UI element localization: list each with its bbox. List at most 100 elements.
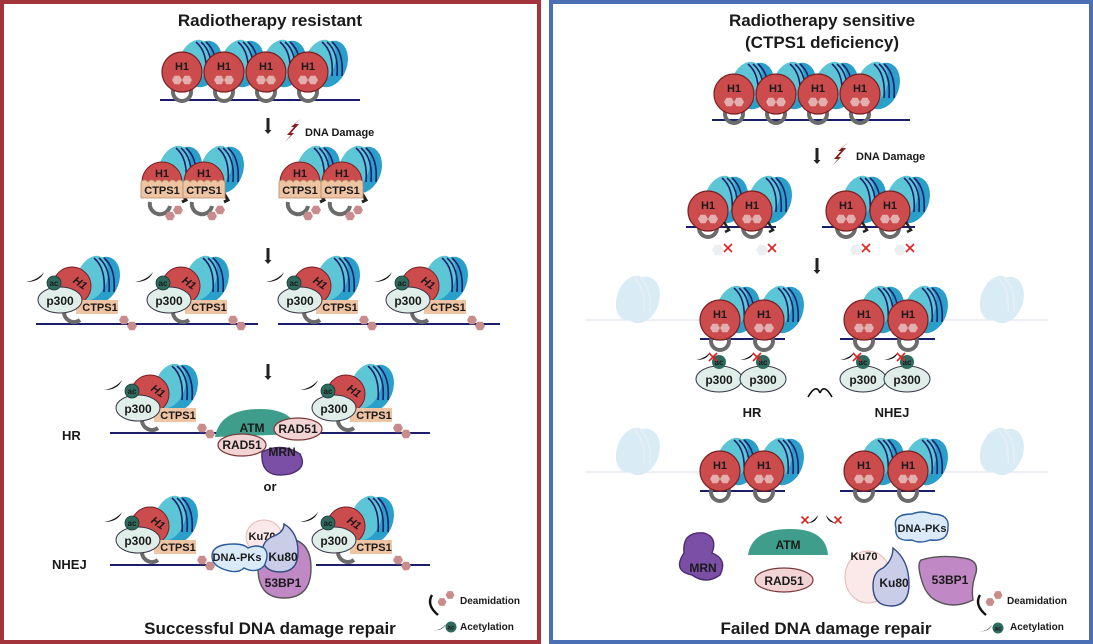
mrn-complex <box>678 532 724 581</box>
h1-amide-hexagon <box>776 97 786 107</box>
deamidation-hexagon <box>367 321 377 331</box>
p300-label: p300 <box>124 534 152 548</box>
dna-wrap <box>103 257 116 293</box>
dna-wrap <box>377 365 390 401</box>
lightning-icon <box>285 118 302 142</box>
dna-wrap <box>770 177 783 213</box>
arrow-shaft <box>815 258 819 270</box>
ctps1-body <box>278 179 322 199</box>
arrow-shaft <box>815 148 819 160</box>
h1-linker-histone: H1 <box>743 299 785 341</box>
chromatin-ring <box>327 201 352 217</box>
h1-amide-hexagon <box>850 97 860 107</box>
deamidation-hexagon <box>207 211 217 221</box>
h1-label: H1 <box>175 61 189 73</box>
p300-label: p300 <box>155 294 183 308</box>
h1-label: H1 <box>301 61 315 73</box>
right-damage-label: DNA Damage <box>856 151 925 163</box>
acetylation-arrow-icon <box>135 272 153 282</box>
h1-circle <box>743 450 785 492</box>
h1-amide-hexagon <box>890 214 900 224</box>
acetylation-arrow-icon <box>104 380 122 390</box>
h1-cap <box>321 161 363 183</box>
ctps1-label: CTPS1 <box>356 410 391 422</box>
h1-linker-histone: H1 <box>825 190 867 232</box>
acetylation-arrow-icon <box>884 352 898 360</box>
h1-circle <box>203 51 245 93</box>
h1-label: H1 <box>701 200 715 212</box>
h1-label: H1 <box>745 200 759 212</box>
dna-wrap <box>181 365 194 401</box>
h1-amide-hexagon <box>860 97 870 107</box>
dna-wrap <box>446 257 459 293</box>
deamidation-hexagon <box>228 315 238 325</box>
acetyl-group-icon <box>320 383 336 399</box>
h1-amide-hexagon <box>266 75 276 85</box>
dna-wrap <box>365 147 378 183</box>
dna-wrap <box>331 41 344 77</box>
dna-pk-protein <box>211 543 268 573</box>
recruit-arrow-icon <box>826 515 836 523</box>
h1-label: H1 <box>727 83 741 95</box>
deamidation-legend-arrow-icon <box>428 594 439 616</box>
chromatin-ring <box>189 201 214 217</box>
h1-linker-histone: H1 <box>287 51 329 93</box>
dna-wrap <box>93 257 106 293</box>
dna-wrap <box>997 277 1010 313</box>
h1-linker-histone: H1 <box>797 73 839 115</box>
deamidation-hexagon <box>345 211 355 221</box>
right-nhej-label: NHEJ <box>875 405 910 420</box>
p300-label: p300 <box>124 402 152 416</box>
h1-circle <box>869 190 911 232</box>
ac-label: ac <box>715 358 724 367</box>
h1-linker-histone: H1 <box>713 73 755 115</box>
h1-amide-hexagon <box>182 75 192 85</box>
dna-wrap <box>176 497 189 533</box>
p300-label: p300 <box>320 402 348 416</box>
dna-wrap <box>338 257 351 293</box>
h1-amide-hexagon <box>710 323 720 333</box>
acetylation-legend-arrow-icon <box>430 624 446 631</box>
h1-label: H1 <box>757 460 771 472</box>
ctps1-body <box>76 300 118 314</box>
p300-label: p300 <box>394 294 422 308</box>
h1-linker-histone: H1 <box>743 450 785 492</box>
ctps1-label: CTPS1 <box>322 302 357 314</box>
acetyl-group-icon <box>286 275 302 291</box>
h1-label: H1 <box>853 83 867 95</box>
h1-label: H1 <box>901 309 915 321</box>
ac-label: ac <box>324 519 333 528</box>
h1-label: H1 <box>883 200 897 212</box>
ctps1-label: CTPS1 <box>324 185 359 197</box>
h1-linker-histone: H1 <box>755 73 797 115</box>
ctps1-label: CTPS1 <box>160 542 195 554</box>
h1-label: H1 <box>857 460 871 472</box>
cross-stroke <box>767 243 777 253</box>
acetylation-legend-ac-icon <box>445 621 457 633</box>
h1-label: H1 <box>217 61 231 73</box>
deamidation-hexagon <box>393 555 403 565</box>
acetylation-arrow-icon <box>266 272 284 282</box>
acetylation-legend-ac-label: ac <box>447 625 455 632</box>
blocked-cross-icon <box>896 352 906 362</box>
dna-wrap <box>377 497 390 533</box>
dna-wrap <box>321 41 334 77</box>
acetylation-arrow-icon <box>696 352 710 360</box>
right-hr-label: HR <box>743 405 762 420</box>
acetylation-arrow-icon <box>104 512 122 522</box>
deamidation-legend-hexagon <box>437 598 447 606</box>
deamidation-hexagon <box>353 205 363 215</box>
acetylation-legend-ac-icon <box>992 622 1004 634</box>
acetyl-group-icon <box>124 383 140 399</box>
right-no-deamidation-row: H1 H1 H1 H1 <box>686 175 930 256</box>
h1-label: H1 <box>757 309 771 321</box>
h1-amide-hexagon <box>854 474 864 484</box>
h1-amide-hexagon <box>864 474 874 484</box>
ctps1-body <box>316 300 358 314</box>
